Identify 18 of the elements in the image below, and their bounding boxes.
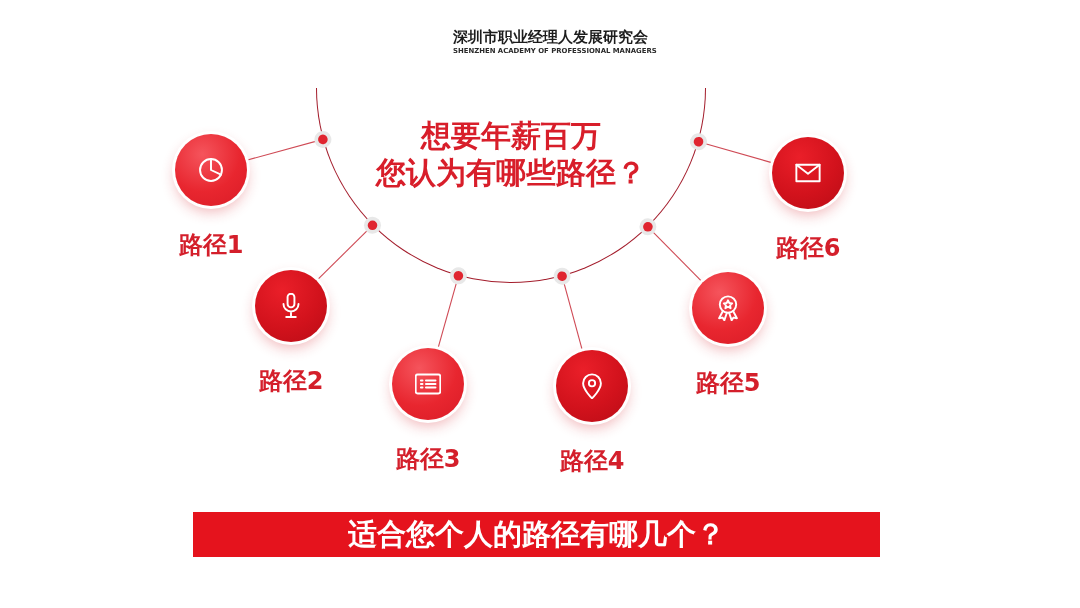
circle-node [692, 272, 764, 344]
path-label: 路径5 [695, 369, 761, 398]
path-label: 路径3 [395, 445, 461, 474]
circle-node [772, 137, 844, 209]
circle-node [175, 134, 247, 206]
path-label: 路径4 [559, 447, 625, 476]
question-heading: 想要年薪百万 [421, 118, 601, 154]
banner-text: 适合您个人的路径有哪几个？ [348, 517, 725, 552]
path-label: 路径2 [258, 367, 324, 396]
path-label: 路径6 [775, 234, 841, 263]
circle-node [556, 350, 628, 422]
path-label: 路径1 [178, 231, 244, 260]
circle-node [392, 348, 464, 420]
banner [193, 512, 880, 557]
question-heading: 您认为有哪些路径？ [376, 155, 646, 191]
circle-node [255, 270, 327, 342]
organization-name: 深圳市职业经理人发展研究会 [453, 29, 648, 47]
connector-line [639, 218, 704, 283]
